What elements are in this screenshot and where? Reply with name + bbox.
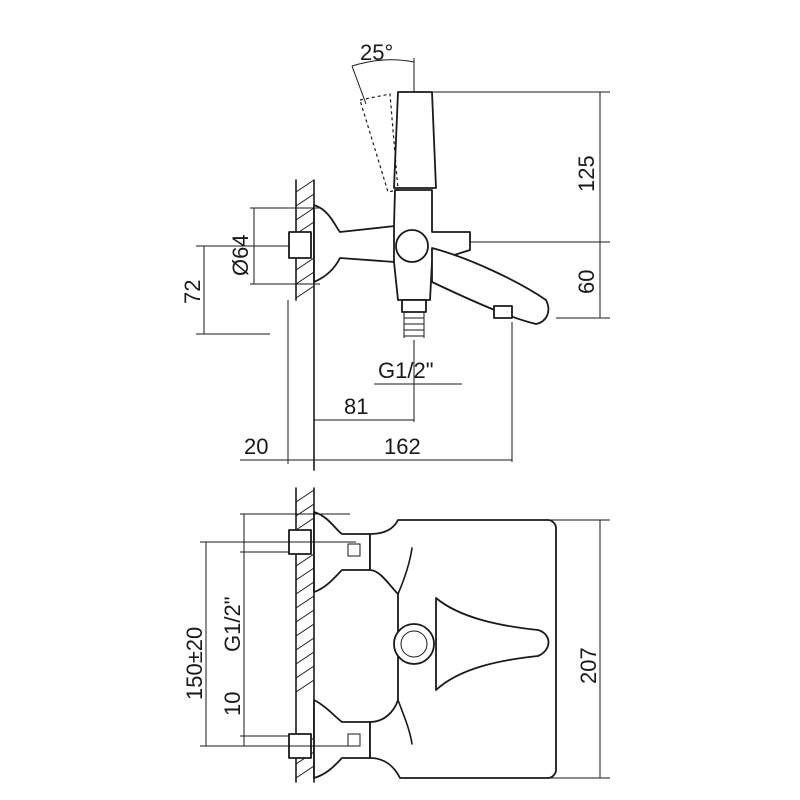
angle-arc [351, 59, 415, 67]
shower-outlet-thread [403, 312, 425, 338]
diverter-knob-inner [400, 630, 428, 658]
dim-60-label: 60 [574, 270, 599, 294]
dim-125-label: 125 [574, 155, 599, 192]
dim-20-label: 20 [244, 434, 268, 459]
shower-outlet-nut [401, 299, 427, 313]
wall-escutcheon [313, 204, 396, 283]
inlet-connector [288, 231, 312, 259]
escutcheon-bottom [313, 699, 371, 779]
lever-handle-tilted [359, 93, 399, 193]
diverter-knob [395, 229, 429, 263]
dim-150-label: 150±20 [182, 627, 207, 700]
body-contour-top [397, 547, 413, 595]
dim-10-label: 10 [220, 692, 245, 716]
dim-72-label: 72 [180, 280, 205, 304]
angle-leader-left [351, 65, 367, 105]
spout-aerator [493, 305, 513, 319]
lever-handle [393, 91, 437, 189]
front-view: 150±20 G1/2" 10 207 [182, 487, 610, 783]
dim-64-label: Ø64 [228, 234, 253, 276]
thread-side-label: G1/2" [220, 596, 245, 652]
dim-207-label: 207 [576, 647, 601, 684]
spout-front [435, 597, 550, 691]
eccentric-top [347, 543, 361, 557]
side-view: 25° 125 60 Ø64 72 G1/2" 81 20 162 [180, 40, 610, 471]
dim-162-label: 162 [384, 434, 421, 459]
body-contour-bottom [397, 699, 413, 745]
angle-label: 25° [360, 40, 393, 65]
thread-top-label: G1/2" [378, 358, 434, 383]
dim-81-label: 81 [344, 394, 368, 419]
diverter-knob-front [393, 623, 435, 665]
spout [431, 247, 550, 325]
escutcheon-top [313, 511, 371, 593]
